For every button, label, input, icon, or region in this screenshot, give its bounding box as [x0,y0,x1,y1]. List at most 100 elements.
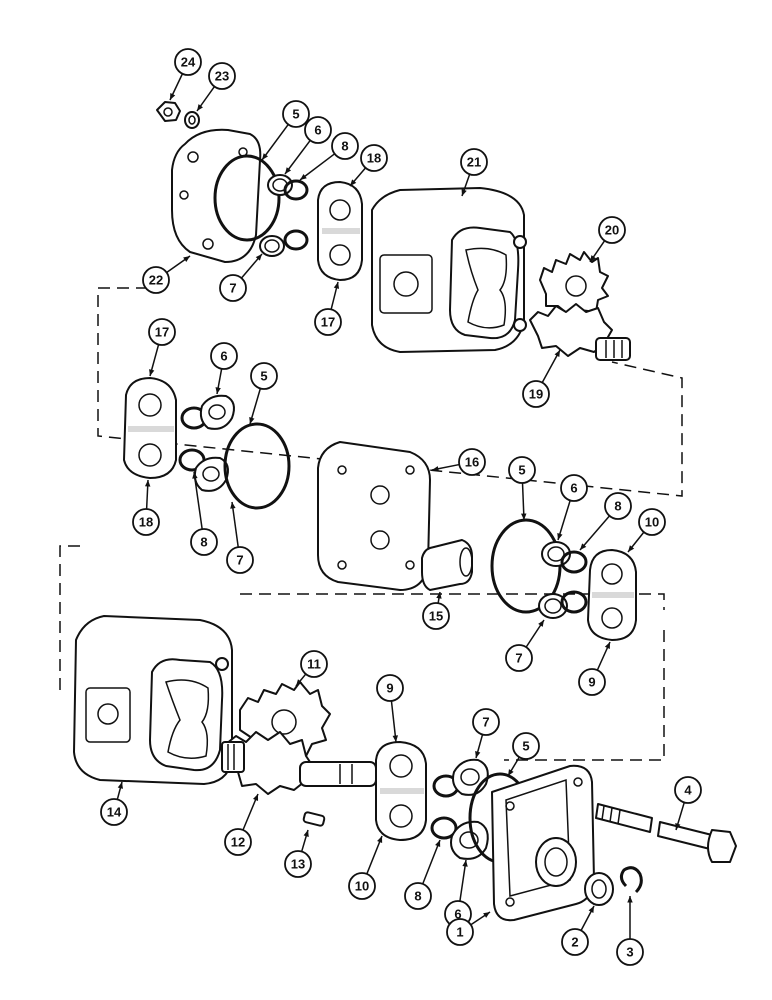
lower-section-boundary [59,545,665,761]
callout-5: 5 [508,456,536,521]
callout-arrowhead [197,104,203,111]
callout-leader-line [459,859,467,902]
callout-arrowhead [627,896,633,903]
callout-circle [210,342,238,370]
callout-arrowhead [508,769,514,776]
callout-number: 5 [522,739,529,754]
part-13-key [302,811,326,827]
callout-2: 2 [561,905,595,956]
callout-leader-line [261,124,289,161]
callout-number: 6 [570,481,577,496]
part-7-bushing-middle [193,456,229,492]
callout-circle [638,508,666,536]
callout-arrowhead [253,794,259,801]
part-23-washer [184,111,200,129]
part-6-bushing-middle [199,394,235,430]
callout-6: 6 [444,859,472,928]
part-5-o-ring-top [213,154,281,242]
part-8-seal-ring-middle-right-b [560,590,588,614]
callout-number: 5 [518,463,525,478]
callout-number: 14 [107,805,122,820]
callout-8: 8 [579,492,632,551]
callout-arrowhead [392,735,398,742]
callout-9: 9 [578,641,611,696]
callout-1: 1 [446,911,491,946]
callout-7: 7 [505,619,545,672]
callout-17: 17 [148,318,176,377]
part-7-bushing-top [259,235,285,257]
part-8-seal-ring-top-a [283,179,309,201]
callout-11: 11 [295,650,328,687]
part-20-gear-top [539,251,609,315]
callout-arrowhead [461,189,467,196]
callout-circle [674,776,702,804]
callout-number: 1 [456,925,463,940]
part-7-bushing-middle-right [538,593,568,619]
callout-6: 6 [557,474,588,541]
callout-leader-line [284,139,311,175]
callout-14: 14 [100,781,128,826]
callout-circle [578,668,606,696]
callout-23: 23 [196,62,236,112]
callout-number: 24 [181,55,196,70]
part-17-18-wear-plate-middle [123,377,177,479]
callout-circle [132,508,160,536]
callout-22: 22 [142,255,191,294]
callout-number: 8 [200,535,207,550]
part-8-seal-ring-top-b [283,229,309,251]
callout-leader-line [366,835,383,875]
callout-5: 5 [261,100,310,161]
callout-number: 5 [260,369,267,384]
callout-circle [250,362,278,390]
callout-arrowhead [350,179,357,186]
callout-arrowhead [554,350,560,357]
part-3-snap-ring [619,866,643,894]
part-8-seal-ring-bottom-b [430,816,458,840]
part-15-coupling-sleeve [421,539,473,591]
callout-5: 5 [249,362,278,425]
callout-number: 4 [684,783,692,798]
part-17-18-wear-plate-top [317,181,363,281]
callout-leader-line [579,515,611,551]
callout-arrowhead [557,533,563,540]
callout-6: 6 [284,116,332,175]
callout-circle [472,708,500,736]
callout-circle [348,872,376,900]
callout-arrowhead [590,255,596,262]
callout-arrowhead [333,282,340,289]
callout-arrowhead [144,480,151,487]
callout-circle [561,928,589,956]
callout-number: 18 [139,515,153,530]
callout-6: 6 [210,342,238,395]
callout-arrowhead [521,513,527,520]
callout-circle [522,380,550,408]
part-7-bushing-bottom [452,758,489,796]
callout-circle [148,318,176,346]
callout-number: 17 [321,315,335,330]
callout-number: 17 [155,325,169,340]
callout-circle [616,938,644,966]
callout-circle [219,274,247,302]
callout-number: 21 [467,155,481,170]
callout-circle [604,492,632,520]
callout-arrowhead [183,256,190,262]
callout-number: 3 [626,945,633,960]
callout-circle [142,266,170,294]
part-24-nut [156,101,181,122]
callout-number: 20 [605,223,619,238]
callout-number: 7 [229,281,236,296]
callout-18: 18 [349,144,388,187]
callout-arrowhead [300,173,307,180]
part-5-o-ring-middle [223,422,291,510]
callout-number: 23 [215,69,229,84]
callout-4: 4 [674,776,702,831]
callout-arrowhead [628,545,635,552]
callout-19: 19 [522,349,561,408]
callout-circle [174,48,202,76]
callout-arrowhead [303,830,309,837]
callout-7: 7 [226,501,254,574]
callout-arrowhead [249,417,255,424]
callout-arrowhead [192,472,198,479]
callout-9: 9 [376,674,404,743]
callout-arrowhead [230,502,236,509]
